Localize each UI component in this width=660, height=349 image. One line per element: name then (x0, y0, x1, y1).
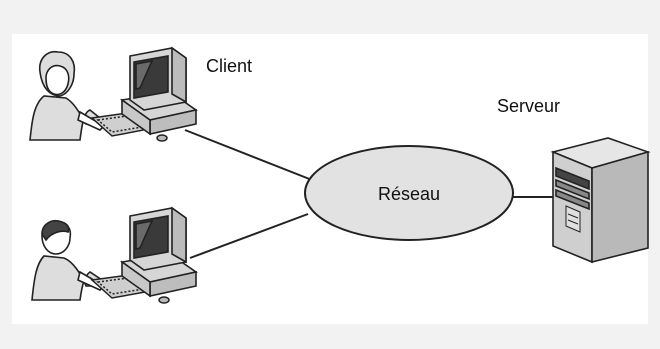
client-bottom-node (31, 206, 198, 304)
user-icon (31, 219, 106, 301)
edge-client-top-network (184, 129, 313, 181)
network-node: Réseau (304, 145, 514, 241)
server-node: Serveur (497, 96, 651, 264)
computer-icon (119, 46, 198, 136)
user-icon (29, 50, 106, 141)
client-label: Client (206, 56, 252, 76)
computer-icon (119, 206, 198, 298)
server-label: Serveur (497, 96, 560, 116)
client-top-node: Client (29, 46, 252, 142)
network-ellipse (304, 145, 514, 241)
connections (184, 129, 553, 259)
server-tower-icon (550, 137, 651, 264)
edge-client-bottom-network (189, 213, 309, 259)
network-label: Réseau (378, 184, 440, 204)
